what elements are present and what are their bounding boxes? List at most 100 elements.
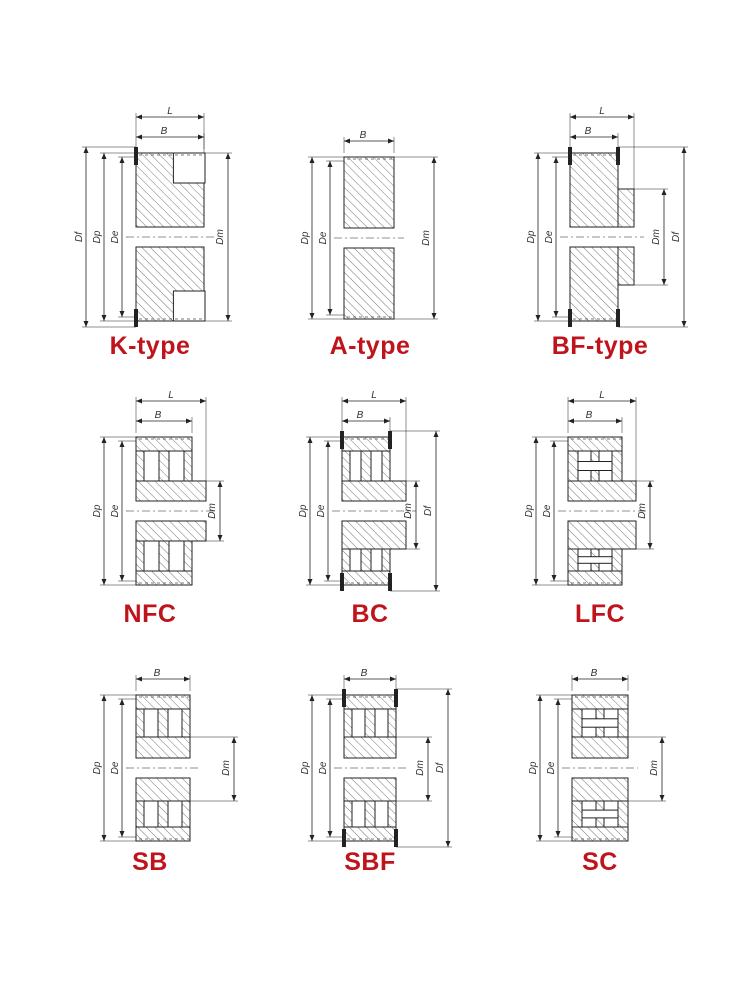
label-dm: Dm	[651, 229, 662, 245]
hub-upper	[135, 736, 191, 759]
dim-dm-arrow-top	[413, 481, 419, 487]
flange-left-bottom	[342, 829, 346, 847]
dim-de-arrow-bottom	[119, 575, 125, 581]
hub-lower	[135, 520, 207, 542]
label-de: De	[110, 230, 121, 243]
label-dm: Dm	[637, 503, 648, 519]
label-df-right: Df	[435, 762, 446, 773]
body-lower	[569, 246, 619, 322]
dim-dm-arrow-bottom	[231, 795, 237, 801]
web-slot-lower	[577, 556, 613, 564]
label-l: L	[167, 106, 173, 117]
caption-a-type: A-type	[329, 332, 411, 360]
dim-b-arrow-left	[572, 676, 578, 682]
web-slot-upper	[577, 461, 613, 471]
dim-b-arrow-right	[198, 134, 204, 140]
dim-de-arrow-bottom	[327, 309, 333, 315]
caption-k-type: K-type	[109, 332, 191, 360]
wall-upper-right	[611, 450, 623, 482]
dim-dp-arrow-top	[101, 695, 107, 701]
web-slot-lower	[581, 809, 619, 819]
label-de: De	[546, 761, 557, 774]
dim-l-arrow-left	[568, 398, 574, 404]
label-b: B	[585, 126, 592, 137]
wall-upper-right	[381, 450, 391, 482]
label-de: De	[316, 504, 327, 517]
wall-upper-left	[135, 708, 145, 738]
label-de: De	[110, 761, 121, 774]
dim-b-arrow-left	[568, 418, 574, 424]
caption-sc: SC	[582, 848, 618, 876]
dim-l-arrow-left	[136, 398, 142, 404]
dim-dp-arrow-bottom	[307, 579, 313, 585]
dim-b-arrow-left	[344, 138, 350, 144]
dim-l-arrow-left	[136, 114, 142, 120]
dim-b-arrow-left	[136, 418, 142, 424]
dim-dm-arrow-bottom	[425, 795, 431, 801]
hub-lower	[617, 246, 635, 286]
dim-de-arrow-bottom	[327, 831, 333, 837]
dim-dp-arrow-bottom	[533, 579, 539, 585]
hub-upper	[567, 480, 637, 502]
dim-b-arrow-right	[390, 676, 396, 682]
dim-dp-arrow-top	[309, 157, 315, 163]
hub-upper	[343, 736, 397, 759]
dim-de-arrow-top	[327, 699, 333, 705]
dim-de-arrow-top	[327, 161, 333, 167]
flange-left-bottom	[568, 309, 572, 327]
wall-lower-left	[135, 800, 145, 828]
web-lower	[360, 548, 372, 572]
wall-upper-right	[387, 708, 397, 738]
wall-lower-right	[611, 548, 623, 572]
caption-nfc: NFC	[123, 600, 177, 628]
hub-upper	[617, 188, 635, 228]
dim-b-arrow-left	[344, 676, 350, 682]
dim-dm-arrow-top	[225, 153, 231, 159]
dim-de-arrow-top	[325, 441, 331, 447]
dim-df-right-arrow-bottom	[681, 321, 687, 327]
label-dp: Dp	[524, 504, 535, 517]
web-lower	[157, 800, 169, 828]
dim-de-arrow-bottom	[553, 311, 559, 317]
caption-lfc: LFC	[574, 600, 626, 628]
dim-l-arrow-left	[342, 398, 348, 404]
dim-dm-arrow-top	[659, 737, 665, 743]
dim-dm-arrow-bottom	[647, 543, 653, 549]
dim-b-arrow-right	[612, 134, 618, 140]
dim-de-arrow-bottom	[119, 831, 125, 837]
label-b: B	[586, 410, 593, 421]
dim-dp-arrow-top	[535, 153, 541, 159]
hub-lower	[571, 777, 629, 802]
wall-lower-left	[341, 548, 351, 572]
label-l: L	[371, 390, 377, 401]
dim-df-left-arrow-bottom	[83, 321, 89, 327]
dim-dm-arrow-top	[217, 481, 223, 487]
web-lower	[364, 800, 376, 828]
dim-dp-arrow-bottom	[535, 315, 541, 321]
dim-df-right-arrow-bottom	[445, 841, 451, 847]
body-upper	[343, 156, 395, 229]
label-de: De	[318, 231, 329, 244]
flange-right-top	[616, 147, 620, 165]
dim-de-arrow-top	[555, 699, 561, 705]
label-dp: Dp	[92, 761, 103, 774]
dim-dm-arrow-top	[231, 737, 237, 743]
dim-dm-arrow-bottom	[661, 279, 667, 285]
label-l: L	[599, 106, 605, 117]
dim-dp-arrow-bottom	[101, 579, 107, 585]
dim-df-left-arrow-top	[83, 147, 89, 153]
dim-b-arrow-right	[184, 676, 190, 682]
dim-de-arrow-bottom	[551, 575, 557, 581]
wall-upper-right	[183, 450, 193, 482]
label-b: B	[360, 130, 367, 141]
hub-upper	[135, 480, 207, 502]
dim-dm-arrow-top	[661, 189, 667, 195]
dim-b-arrow-left	[136, 676, 142, 682]
label-de: De	[318, 761, 329, 774]
